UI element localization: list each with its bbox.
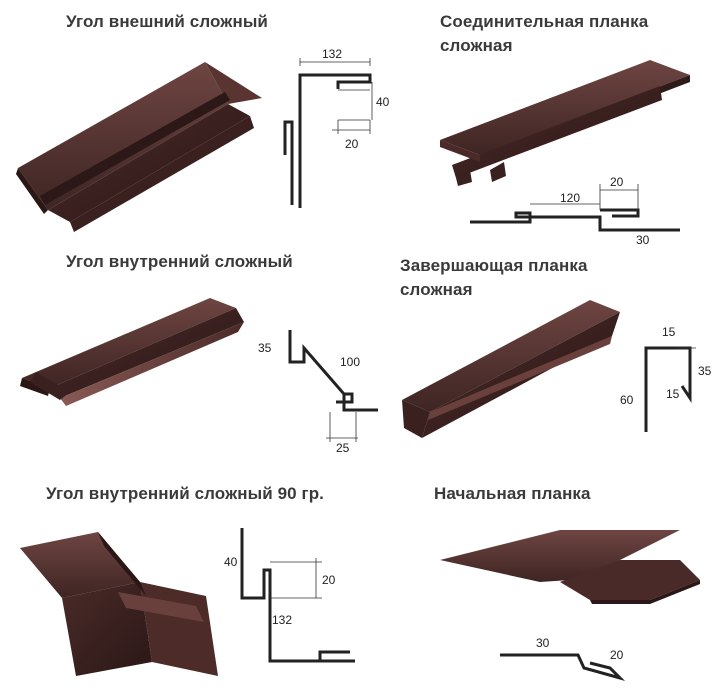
dim-35-inner: 35 <box>258 341 272 355</box>
dim-20-90: 20 <box>322 573 336 587</box>
dim-132-90: 132 <box>272 613 292 627</box>
dim-132-top: 132 <box>322 47 342 61</box>
title-starting-strip: Начальная планка <box>434 484 591 503</box>
dim-60: 60 <box>620 393 634 407</box>
dim-25: 25 <box>336 441 350 455</box>
outer-corner-render <box>16 62 262 232</box>
dim-20-bottom: 20 <box>345 137 359 151</box>
outer-corner-profile <box>283 58 373 208</box>
dim-30-strip: 30 <box>636 233 650 247</box>
dim-15-top: 15 <box>662 325 676 339</box>
inner-corner-profile <box>288 330 378 442</box>
finishing-strip-profile <box>644 346 696 432</box>
dim-100: 100 <box>340 355 360 369</box>
inner-corner-render <box>20 298 244 406</box>
finishing-strip-render <box>402 300 620 438</box>
dim-15-bottom: 15 <box>666 387 680 401</box>
dim-120: 120 <box>560 191 580 205</box>
title-inner-corner-90: Угол внутренний сложный 90 гр. <box>46 484 324 503</box>
dim-30-start: 30 <box>536 636 550 650</box>
title-outer-corner: Угол внешний сложный <box>66 12 268 31</box>
starting-strip-render <box>440 530 700 604</box>
title-inner-corner: Угол внутренний сложный <box>66 252 293 271</box>
dim-35-finish: 35 <box>698 364 712 378</box>
connecting-strip-render <box>440 60 690 186</box>
inner-corner-90-render <box>20 532 218 676</box>
dim-40-90: 40 <box>224 555 238 569</box>
dim-40: 40 <box>376 95 390 109</box>
dim-20-strip: 20 <box>610 175 624 189</box>
inner-corner-90-profile <box>240 528 355 663</box>
connecting-strip-profile <box>470 184 680 232</box>
starting-strip-profile <box>500 653 626 681</box>
title-finishing-strip: Завершающая планка сложная <box>400 256 588 299</box>
dim-20-start: 20 <box>610 648 624 662</box>
title-connecting-strip: Соединительная планка сложная <box>440 12 649 55</box>
